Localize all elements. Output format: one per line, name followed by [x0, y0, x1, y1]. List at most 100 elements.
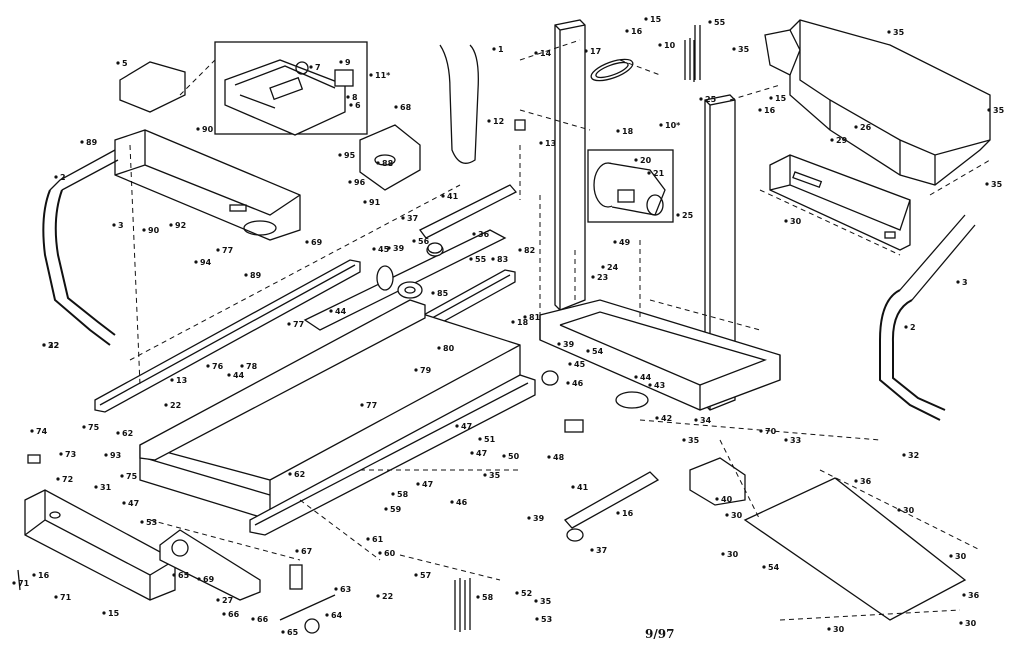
callout-leader-dot [655, 416, 659, 420]
callout-leader-dot [658, 43, 662, 47]
part-callout-35: 35 [993, 106, 1005, 115]
part-callout-91: 91 [369, 198, 381, 207]
base-cover-plate [743, 477, 967, 621]
callout-leader-dot [391, 492, 395, 496]
part-callout-93: 93 [110, 451, 121, 460]
callout-leader-dot [762, 565, 766, 569]
part-callout-14: 14 [540, 49, 552, 58]
callout-leader-dot [571, 485, 575, 489]
callout-leader-dot [244, 273, 248, 277]
callout-leader-dot [732, 47, 736, 51]
part-callout-30: 30 [955, 552, 967, 561]
part-callout-12: 12 [493, 117, 504, 126]
callout-leader-dot [112, 223, 116, 227]
callout-leader-dot [348, 180, 352, 184]
callout-leader-dot [216, 248, 220, 252]
callout-leader-dot [625, 29, 629, 33]
callout-leader-dot [102, 611, 106, 615]
part-callout-25: 25 [705, 95, 717, 104]
part-callout-11star: 11* [375, 71, 391, 80]
part-callout-15: 15 [775, 94, 787, 103]
part-callout-37: 37 [407, 214, 418, 223]
part-callout-44: 44 [335, 307, 347, 316]
part-callout-56: 56 [418, 237, 430, 246]
callout-leader-dot [309, 65, 313, 69]
callout-leader-dot [959, 621, 963, 625]
cable-1 [439, 44, 479, 164]
part-callout-75: 75 [88, 423, 100, 432]
callout-leader-dot [437, 346, 441, 350]
handrail-right [879, 289, 941, 421]
part-callout-94: 94 [200, 258, 212, 267]
incline-actuator-lower [563, 471, 660, 542]
callout-leader-dot [535, 617, 539, 621]
part-callout-76: 76 [212, 362, 224, 371]
part-callout-51: 51 [484, 435, 496, 444]
part-callout-71: 71 [18, 579, 30, 588]
part-callout-70: 70 [765, 427, 777, 436]
callout-leader-dot [854, 125, 858, 129]
callout-leader-dot [325, 613, 329, 617]
part-callout-63: 63 [340, 585, 351, 594]
part-callout-39: 39 [533, 514, 545, 523]
callout-leader-dot [164, 403, 168, 407]
console-cover-left [119, 61, 186, 113]
part-callout-30: 30 [727, 550, 739, 559]
callout-leader-dot [222, 612, 226, 616]
callout-leader-dot [169, 223, 173, 227]
callout-leader-dot [887, 30, 891, 34]
control-console [214, 41, 368, 136]
part-callout-54: 54 [768, 563, 780, 572]
callout-leader-dot [366, 537, 370, 541]
callout-leader-dot [56, 477, 60, 481]
callout-leader-dot [338, 153, 342, 157]
callout-leader-dot [784, 219, 788, 223]
callout-leader-dot [32, 573, 36, 577]
part-callout-69: 69 [203, 575, 215, 584]
part-callout-36: 36 [478, 230, 490, 239]
part-callout-64: 64 [331, 611, 343, 620]
callout-leader-dot [699, 97, 703, 101]
console-cover-right [359, 124, 421, 191]
part-callout-72: 72 [62, 475, 73, 484]
callout-leader-dot [394, 105, 398, 109]
switch-65 [564, 419, 584, 433]
callout-leader-dot [376, 594, 380, 598]
diagram-drawing [17, 19, 991, 634]
callout-leader-dot [469, 257, 473, 261]
part-callout-8: 8 [352, 93, 358, 102]
part-callout-62: 62 [122, 429, 133, 438]
part-callout-90: 90 [202, 125, 214, 134]
part-callout-78: 78 [246, 362, 258, 371]
part-callout-74: 74 [36, 427, 48, 436]
callout-leader-dot [142, 228, 146, 232]
part-callout-32: 32 [908, 451, 919, 460]
callout-leader-dot [616, 129, 620, 133]
callout-leader-dot [414, 573, 418, 577]
callout-leader-dot [104, 453, 108, 457]
part-callout-13: 13 [176, 376, 187, 385]
part-callout-3: 3 [118, 221, 124, 230]
part-callout-37: 37 [596, 546, 607, 555]
callout-leader-dot [566, 381, 570, 385]
part-callout-30: 30 [790, 217, 802, 226]
callout-leader-dot [586, 349, 590, 353]
callout-leader-dot [42, 343, 46, 347]
actuator-bracket [689, 457, 746, 506]
callout-leader-dot [830, 138, 834, 142]
part-callout-45: 45 [574, 360, 586, 369]
callout-leader-dot [216, 598, 220, 602]
callout-leader-dot [334, 587, 338, 591]
callout-leader-dot [227, 373, 231, 377]
callout-leader-dot [372, 247, 376, 251]
part-callout-43: 43 [654, 381, 665, 390]
part-callout-36: 36 [860, 477, 872, 486]
part-callout-16: 16 [631, 27, 643, 36]
callout-leader-dot [527, 516, 531, 520]
callout-leader-dot [601, 265, 605, 269]
part-callout-77: 77 [222, 246, 233, 255]
callout-leader-dot [470, 451, 474, 455]
part-callout-31: 31 [100, 483, 112, 492]
part-callout-54: 54 [592, 347, 604, 356]
part-callout-35: 35 [540, 597, 552, 606]
